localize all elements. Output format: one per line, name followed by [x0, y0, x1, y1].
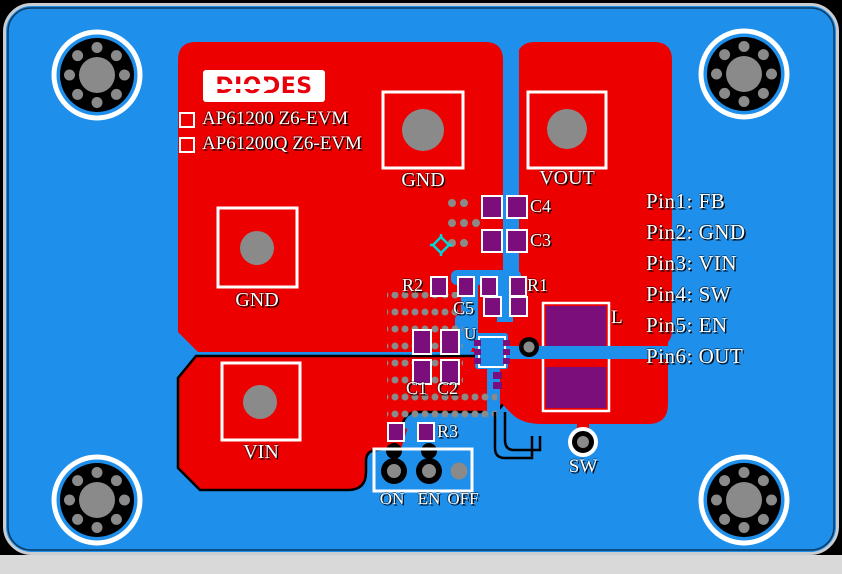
variant-checkbox-1	[179, 112, 195, 128]
mounting-hole	[54, 32, 140, 118]
pad-gnd-top	[381, 90, 465, 170]
pinout-line-2: Pin2: GND	[646, 220, 746, 244]
label-c1: C1	[406, 378, 428, 398]
component-c2	[440, 329, 460, 385]
label-jumper-en: EN	[417, 489, 441, 508]
variant-checkbox-2	[179, 137, 195, 153]
label-l: L	[611, 307, 623, 328]
diodes-logo: DIODES	[203, 70, 325, 102]
label-jumper-off: OFF	[447, 489, 479, 508]
component-c4	[481, 195, 528, 219]
component-c5	[483, 296, 528, 317]
component-c1	[412, 329, 432, 385]
origin-marker-icon	[430, 234, 452, 256]
label-c2: C2	[437, 378, 459, 398]
mounting-hole	[701, 457, 787, 543]
label-c5: C5	[453, 298, 475, 318]
pad-sw	[568, 427, 598, 457]
mounting-hole	[701, 31, 787, 117]
pinout-line-3: Pin3: VIN	[646, 251, 738, 275]
label-jumper-on: ON	[379, 489, 405, 508]
label-vout: VOUT	[539, 167, 595, 189]
component-r2	[430, 276, 475, 297]
pad-vin	[220, 361, 302, 442]
table-surface	[0, 555, 842, 574]
label-u: U	[464, 324, 477, 343]
variant-label-2: AP61200Q Z6-EVM	[202, 133, 362, 154]
via-grid	[387, 199, 497, 420]
label-gnd-top: GND	[401, 169, 445, 191]
component-u	[474, 336, 539, 389]
logo-arrow-icon	[210, 84, 265, 89]
label-c3: C3	[530, 230, 552, 250]
pad-gnd-left	[216, 206, 299, 289]
pinout-line-5: Pin5: EN	[646, 313, 728, 337]
logo-arrowhead-icon	[261, 78, 274, 94]
label-sw: SW	[568, 456, 598, 477]
pinout-line-6: Pin6: OUT	[646, 344, 744, 368]
variant-label-1: AP61200 Z6-EVM	[202, 108, 349, 129]
pcb-board-outline	[7, 7, 835, 551]
mounting-hole	[54, 457, 140, 543]
label-gnd-left: GND	[235, 289, 279, 311]
pinout-line-4: Pin4: SW	[646, 282, 732, 306]
label-r1: R1	[527, 275, 549, 295]
label-r3: R3	[437, 421, 459, 441]
pinout-legend: Pin1: FB Pin2: GND Pin3: VIN Pin4: SW Pi…	[646, 190, 746, 376]
enable-jumper-header	[372, 443, 474, 493]
pad-vout	[526, 90, 608, 170]
pinout-line-1: Pin1: FB	[646, 189, 726, 213]
label-c4: C4	[530, 196, 552, 216]
label-vin: VIN	[243, 441, 279, 463]
bottom-layer-traces	[493, 412, 542, 460]
component-r3	[387, 422, 435, 442]
label-r2: R2	[402, 275, 424, 295]
component-c3	[481, 229, 528, 253]
